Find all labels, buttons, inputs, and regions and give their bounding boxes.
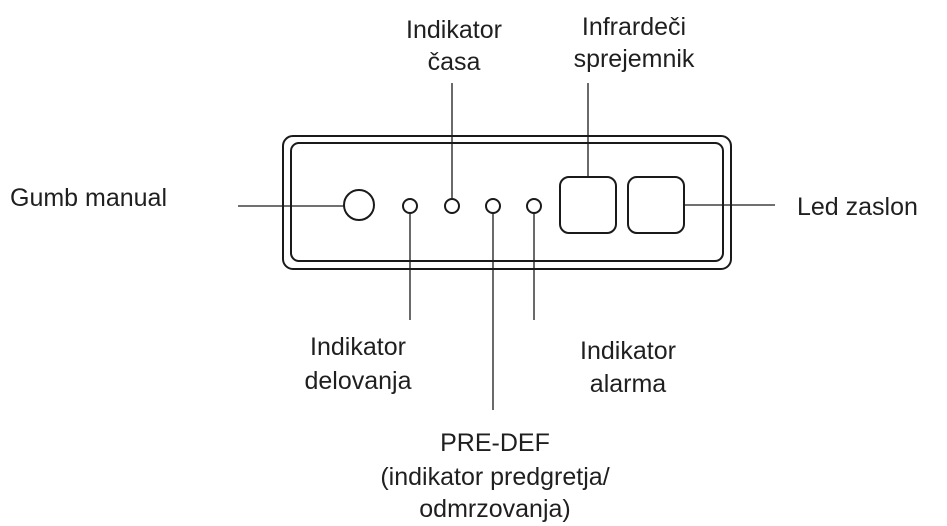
panel-inner-frame <box>290 142 724 262</box>
infrared-receiver <box>559 176 617 234</box>
alarm-indicator-led <box>526 198 542 214</box>
label-gumb-manual: Gumb manual <box>10 184 168 212</box>
label-infrardeci-line1: Infrardeči <box>581 13 687 41</box>
label-predef-line2: (indikator predgretja/ <box>380 463 610 491</box>
led-display <box>627 176 685 234</box>
label-predef-line1: PRE-DEF <box>440 429 550 457</box>
label-indikator-delovanja-line2: delovanja <box>304 367 412 395</box>
label-indikator-alarma-line2: alarma <box>589 370 667 398</box>
label-led-zaslon: Led zaslon <box>797 193 918 221</box>
manual-button[interactable] <box>343 189 375 221</box>
label-indikator-casa-line1: Indikator <box>406 16 502 44</box>
operation-indicator-led <box>402 198 418 214</box>
label-indikator-casa-line2: časa <box>427 48 481 76</box>
panel-outer-frame <box>282 135 732 270</box>
label-infrardeci-line2: sprejemnik <box>573 45 695 73</box>
label-indikator-alarma-line1: Indikator <box>580 337 676 365</box>
predef-indicator-led <box>485 198 501 214</box>
label-indikator-delovanja-line1: Indikator <box>310 333 406 361</box>
label-predef-line3: odmrzovanja) <box>419 495 571 523</box>
timer-indicator-led <box>444 198 460 214</box>
